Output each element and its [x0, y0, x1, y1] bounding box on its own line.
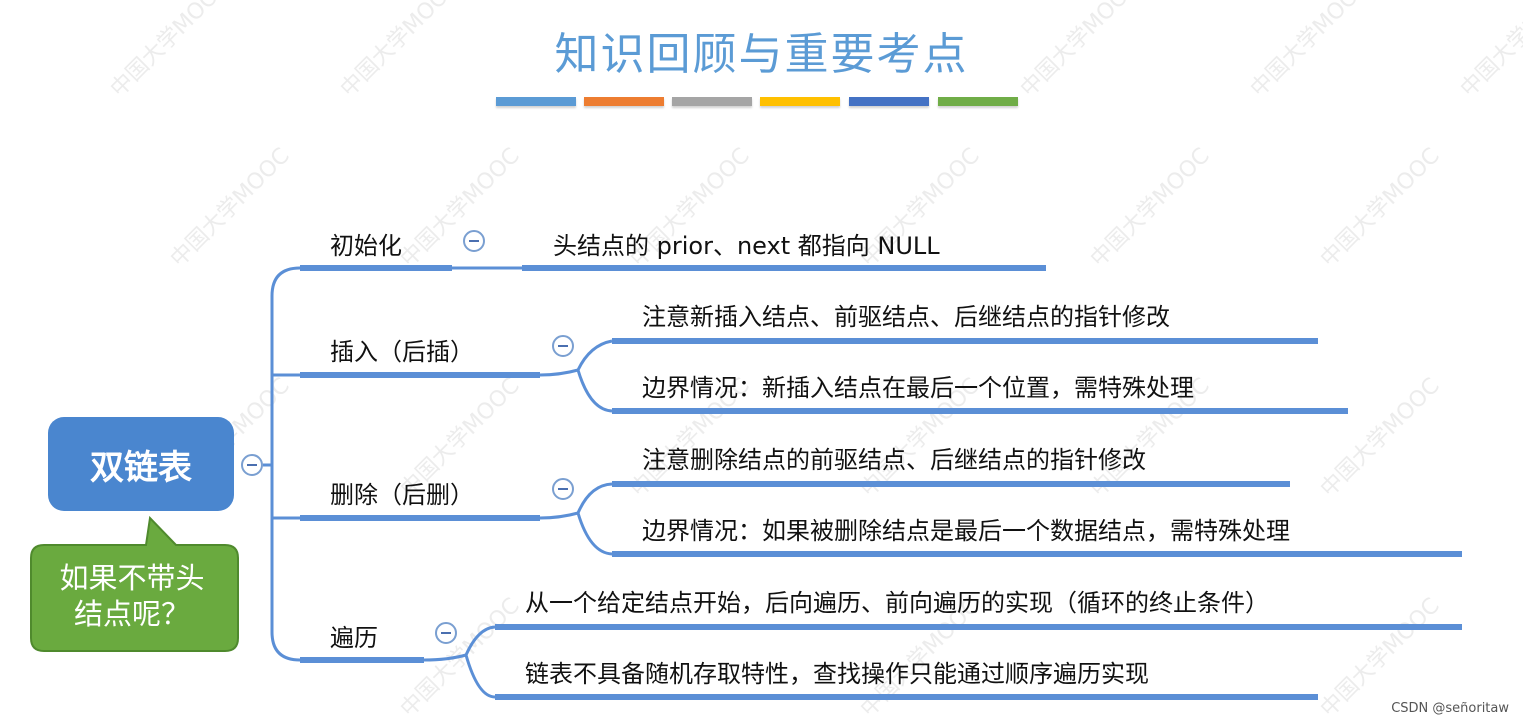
branch-label-insert: 插入（后插） — [330, 338, 474, 366]
connector-branch-to-leaf — [464, 654, 496, 699]
callout-line: 结点呢？ — [73, 597, 190, 631]
collapse-icon[interactable] — [241, 454, 263, 476]
leaf-label: 头结点的 prior、next 都指向 NULL — [553, 232, 940, 260]
leaf-label: 链表不具备随机存取特性，查找操作只能通过顺序遍历实现 — [525, 660, 1149, 688]
footer-credit: CSDN @señoritaw — [1391, 701, 1509, 716]
collapse-icon[interactable] — [435, 622, 457, 644]
branch-label-init: 初始化 — [330, 232, 402, 260]
leaf-label: 从一个给定结点开始，后向遍历、前向遍历的实现（循环的终止条件） — [525, 589, 1269, 617]
leaf-label: 注意删除结点的前驱结点、后继结点的指针修改 — [642, 446, 1146, 474]
connector-spine — [270, 266, 301, 662]
collapse-icon[interactable] — [463, 230, 485, 252]
leaf-label: 边界情况：如果被删除结点是最后一个数据结点，需特殊处理 — [642, 517, 1290, 545]
color-bar — [938, 97, 1018, 106]
connector-branch-to-leaf — [539, 339, 613, 377]
connector-branch-to-leaf — [576, 369, 613, 413]
root-node-label: 双链表 — [90, 447, 192, 488]
color-bar — [584, 97, 664, 106]
branch-label-delete: 删除（后删） — [330, 481, 474, 509]
connector-branch-to-leaf — [576, 512, 613, 556]
page-title: 知识回顾与重要考点 — [554, 29, 969, 80]
color-bar — [849, 97, 929, 106]
leaf-label: 边界情况：新插入结点在最后一个位置，需特殊处理 — [642, 374, 1194, 402]
connector-branch-to-leaf — [539, 482, 613, 520]
leaf-label: 注意新插入结点、前驱结点、后继结点的指针修改 — [642, 303, 1170, 331]
branch-label-traverse: 遍历 — [330, 624, 378, 652]
color-bar — [496, 97, 576, 106]
callout-bubble — [30, 515, 239, 652]
callout-text: 如果不带头 结点呢？ — [34, 560, 230, 632]
collapse-icon[interactable] — [552, 335, 574, 357]
collapse-icon[interactable] — [552, 478, 574, 500]
root-node[interactable]: 双链表 — [48, 417, 234, 511]
callout-line: 如果不带头 — [59, 561, 205, 595]
color-bar — [672, 97, 752, 106]
color-bar — [760, 97, 840, 106]
